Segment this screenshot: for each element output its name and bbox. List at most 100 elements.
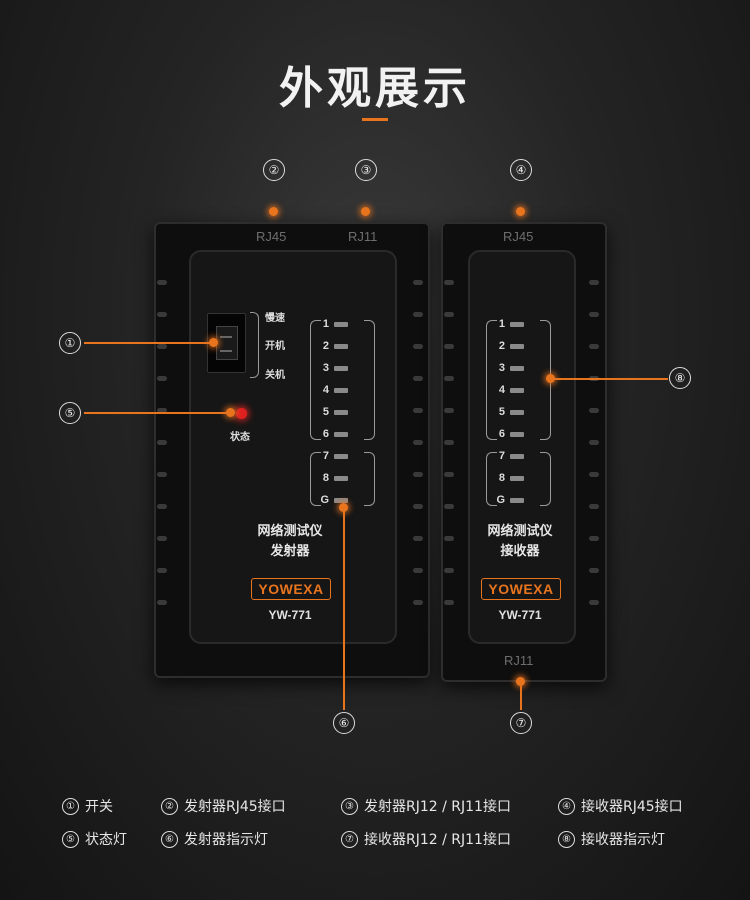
- callout-5: ⑤: [59, 402, 81, 424]
- transmitter-model: YW-771: [268, 608, 312, 622]
- grip-rib: [413, 344, 423, 349]
- receiver-name-line2: 接收器: [500, 544, 540, 559]
- transmitter-grip-right: [412, 280, 424, 620]
- receiver-grip-right: [588, 280, 600, 620]
- transmitter-led-label: 7: [322, 450, 329, 462]
- grip-rib: [413, 600, 423, 605]
- transmitter-led-label: 6: [322, 428, 329, 440]
- receiver-name-line1: 网络测试仪: [487, 524, 553, 539]
- receiver-led-indicator: [510, 409, 524, 415]
- page-title: 外观展示: [279, 63, 471, 114]
- grip-rib: [157, 344, 167, 349]
- rx-led-bracket-right-2: [540, 452, 551, 506]
- callout-8: ⑧: [669, 367, 691, 389]
- grip-rib: [413, 312, 423, 317]
- grip-rib: [444, 568, 454, 573]
- status-led: [236, 408, 247, 419]
- receiver-led-label: 6: [498, 428, 505, 440]
- transmitter-led-row: 8: [317, 467, 348, 489]
- receiver-led-indicator: [510, 387, 524, 393]
- grip-rib: [157, 312, 167, 317]
- receiver-led-label: 5: [498, 406, 505, 418]
- transmitter-led-label: 2: [322, 340, 329, 352]
- grip-rib: [444, 600, 454, 605]
- callout-5-line: [84, 412, 230, 414]
- transmitter-led-indicator: [334, 409, 348, 415]
- callout-7-dot: [516, 677, 525, 686]
- grip-rib: [444, 376, 454, 381]
- grip-rib: [157, 376, 167, 381]
- callout-7: ⑦: [510, 712, 532, 734]
- switch-label-off: 关机: [265, 370, 285, 381]
- transmitter-name-line1: 网络测试仪: [257, 524, 323, 539]
- grip-rib: [444, 440, 454, 445]
- switch-bracket: [250, 312, 259, 378]
- status-label: 状态: [230, 432, 250, 443]
- receiver-led-indicator: [510, 453, 524, 459]
- receiver-led-row: 1: [493, 313, 524, 335]
- grip-rib: [589, 600, 599, 605]
- tx-led-bracket-left-2: [310, 452, 321, 506]
- transmitter-led-indicator: [334, 497, 348, 503]
- tx-led-bracket-right-2: [364, 452, 375, 506]
- receiver-led-row: 3: [493, 357, 524, 379]
- receiver-led-row: 7: [493, 445, 524, 467]
- grip-rib: [444, 312, 454, 317]
- receiver-led-indicator: [510, 431, 524, 437]
- grip-rib: [589, 312, 599, 317]
- receiver-led-label: G: [496, 494, 505, 506]
- callout-1-line: [84, 342, 212, 344]
- transmitter-led-label: 5: [322, 406, 329, 418]
- receiver-rj11-label: RJ11: [504, 653, 534, 668]
- transmitter-led-label: 8: [322, 472, 329, 484]
- transmitter-led-label: 4: [322, 384, 329, 396]
- tx-led-bracket-left-1: [310, 320, 321, 440]
- receiver-led-label: 3: [498, 362, 505, 374]
- receiver-led-row: G: [493, 489, 524, 511]
- receiver-led-row: 6: [493, 423, 524, 445]
- transmitter-led-label: G: [320, 494, 329, 506]
- transmitter-led-row: 3: [317, 357, 348, 379]
- receiver-led-row: 4: [493, 379, 524, 401]
- receiver-rj45-label: RJ45: [503, 229, 534, 244]
- transmitter-brand-logo: YOWEXA: [251, 578, 331, 600]
- callout-3: ③: [355, 159, 377, 181]
- receiver-led-label: 4: [498, 384, 505, 396]
- grip-rib: [157, 280, 167, 285]
- grip-rib: [589, 472, 599, 477]
- grip-rib: [589, 408, 599, 413]
- grip-rib: [444, 344, 454, 349]
- callout-6: ⑥: [333, 712, 355, 734]
- receiver-grip-left: [443, 280, 455, 620]
- power-switch[interactable]: [207, 313, 246, 373]
- grip-rib: [413, 568, 423, 573]
- grip-rib: [413, 472, 423, 477]
- transmitter-led-label: 3: [322, 362, 329, 374]
- transmitter-led-indicator: [334, 453, 348, 459]
- grip-rib: [413, 504, 423, 509]
- grip-rib: [444, 504, 454, 509]
- grip-rib: [157, 440, 167, 445]
- grip-rib: [444, 408, 454, 413]
- receiver-model: YW-771: [498, 608, 542, 622]
- switch-label-slow: 慢速: [265, 313, 285, 324]
- transmitter-rj11-label: RJ11: [348, 229, 378, 244]
- transmitter-led-row: 4: [317, 379, 348, 401]
- callout-2-dot: [269, 207, 278, 216]
- grip-rib: [589, 344, 599, 349]
- grip-rib: [157, 472, 167, 477]
- grip-rib: [157, 504, 167, 509]
- transmitter-led-indicator: [334, 321, 348, 327]
- switch-label-on: 开机: [265, 341, 285, 352]
- receiver-led-row: 5: [493, 401, 524, 423]
- receiver-led-label: 1: [498, 318, 505, 330]
- callout-8-line: [552, 378, 668, 380]
- tx-led-bracket-right-1: [364, 320, 375, 440]
- callout-5-dot: [226, 408, 235, 417]
